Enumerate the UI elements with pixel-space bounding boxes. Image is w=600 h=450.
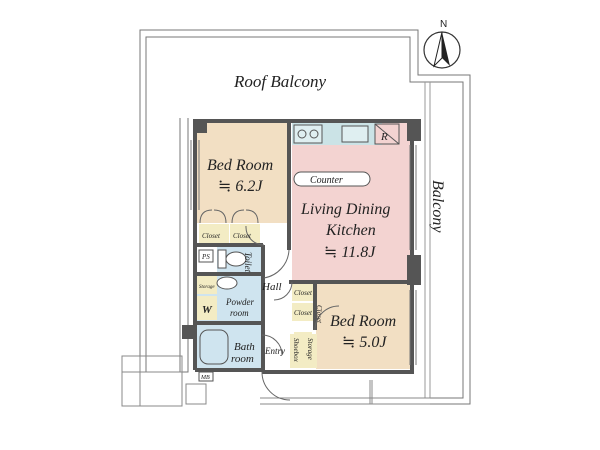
- bath-label-1: Bath: [234, 341, 255, 353]
- wall-pillars: [182, 119, 421, 339]
- door-swings: [199, 209, 340, 401]
- compass-icon: [423, 31, 461, 69]
- lower-left-blocks: [121, 355, 430, 407]
- ps-box: [198, 249, 214, 263]
- storage-small-label: Storage: [199, 285, 215, 290]
- sink-icon: [341, 125, 369, 143]
- washer-label: W: [202, 304, 213, 316]
- bedroom-2-fill: [316, 283, 410, 369]
- storage-entry-fill: [305, 334, 317, 368]
- bedroom-2-name: Bed Room: [330, 313, 396, 330]
- hall-label: Hall: [261, 281, 282, 293]
- counter-bar: [293, 171, 371, 187]
- powder-room-label-1: Powder: [225, 297, 254, 307]
- compass-north-label: N: [440, 19, 447, 30]
- storage-entry-label: Storage: [306, 338, 314, 360]
- closet-d-label: Closet: [294, 309, 313, 317]
- refrigerator-label: R: [380, 131, 388, 143]
- closet-a-fill: [199, 224, 229, 245]
- closet-d-fill: [292, 303, 314, 321]
- counter-label: Counter: [310, 175, 343, 186]
- balcony-railing: [424, 82, 431, 398]
- roof-balcony-label: Roof Balcony: [233, 72, 327, 91]
- powder-room-label-2: room: [230, 308, 249, 318]
- entry-label: Entry: [264, 346, 285, 356]
- ldk-size: ≒ 11.8J: [324, 244, 376, 261]
- mb-label: MB: [200, 375, 210, 381]
- closet-c-label: Closet: [294, 289, 313, 297]
- windows: [190, 140, 417, 365]
- bath-label-2: room: [231, 353, 254, 365]
- closet-b-label: Closet: [233, 232, 252, 240]
- mb-box: [198, 371, 214, 382]
- basin-icon: [216, 276, 238, 290]
- toilet-label: Toilet: [243, 252, 253, 273]
- bedroom-2-size: ≒ 5.0J: [342, 334, 387, 351]
- stove-icon: [293, 124, 323, 144]
- ldk-label-line1: Living Dining: [300, 201, 390, 218]
- closet-a-label: Closet: [202, 232, 221, 240]
- bedroom-1-name: Bed Room: [207, 157, 273, 174]
- ps-label: PS: [201, 253, 210, 261]
- closet-c-fill: [292, 283, 314, 301]
- shoebox-fill: [290, 334, 302, 368]
- bedroom-1-fill: [197, 123, 287, 223]
- bedroom-1-size: ≒ 6.2J: [218, 178, 263, 195]
- balcony-label: Balcony: [429, 180, 446, 233]
- closet-b-fill: [230, 224, 260, 245]
- toilet-bowl-icon: [217, 249, 247, 269]
- washer-fill: [197, 296, 217, 320]
- ldk-label-line2: Kitchen: [325, 222, 376, 239]
- storage-small-fill: [197, 276, 217, 294]
- refrigerator-diagonal: [374, 123, 400, 145]
- closet-e-label: Closet: [315, 305, 323, 324]
- bathtub-icon: [199, 329, 229, 365]
- shoebox-label: Shoebox: [292, 338, 300, 363]
- ldk-fill: [292, 123, 410, 281]
